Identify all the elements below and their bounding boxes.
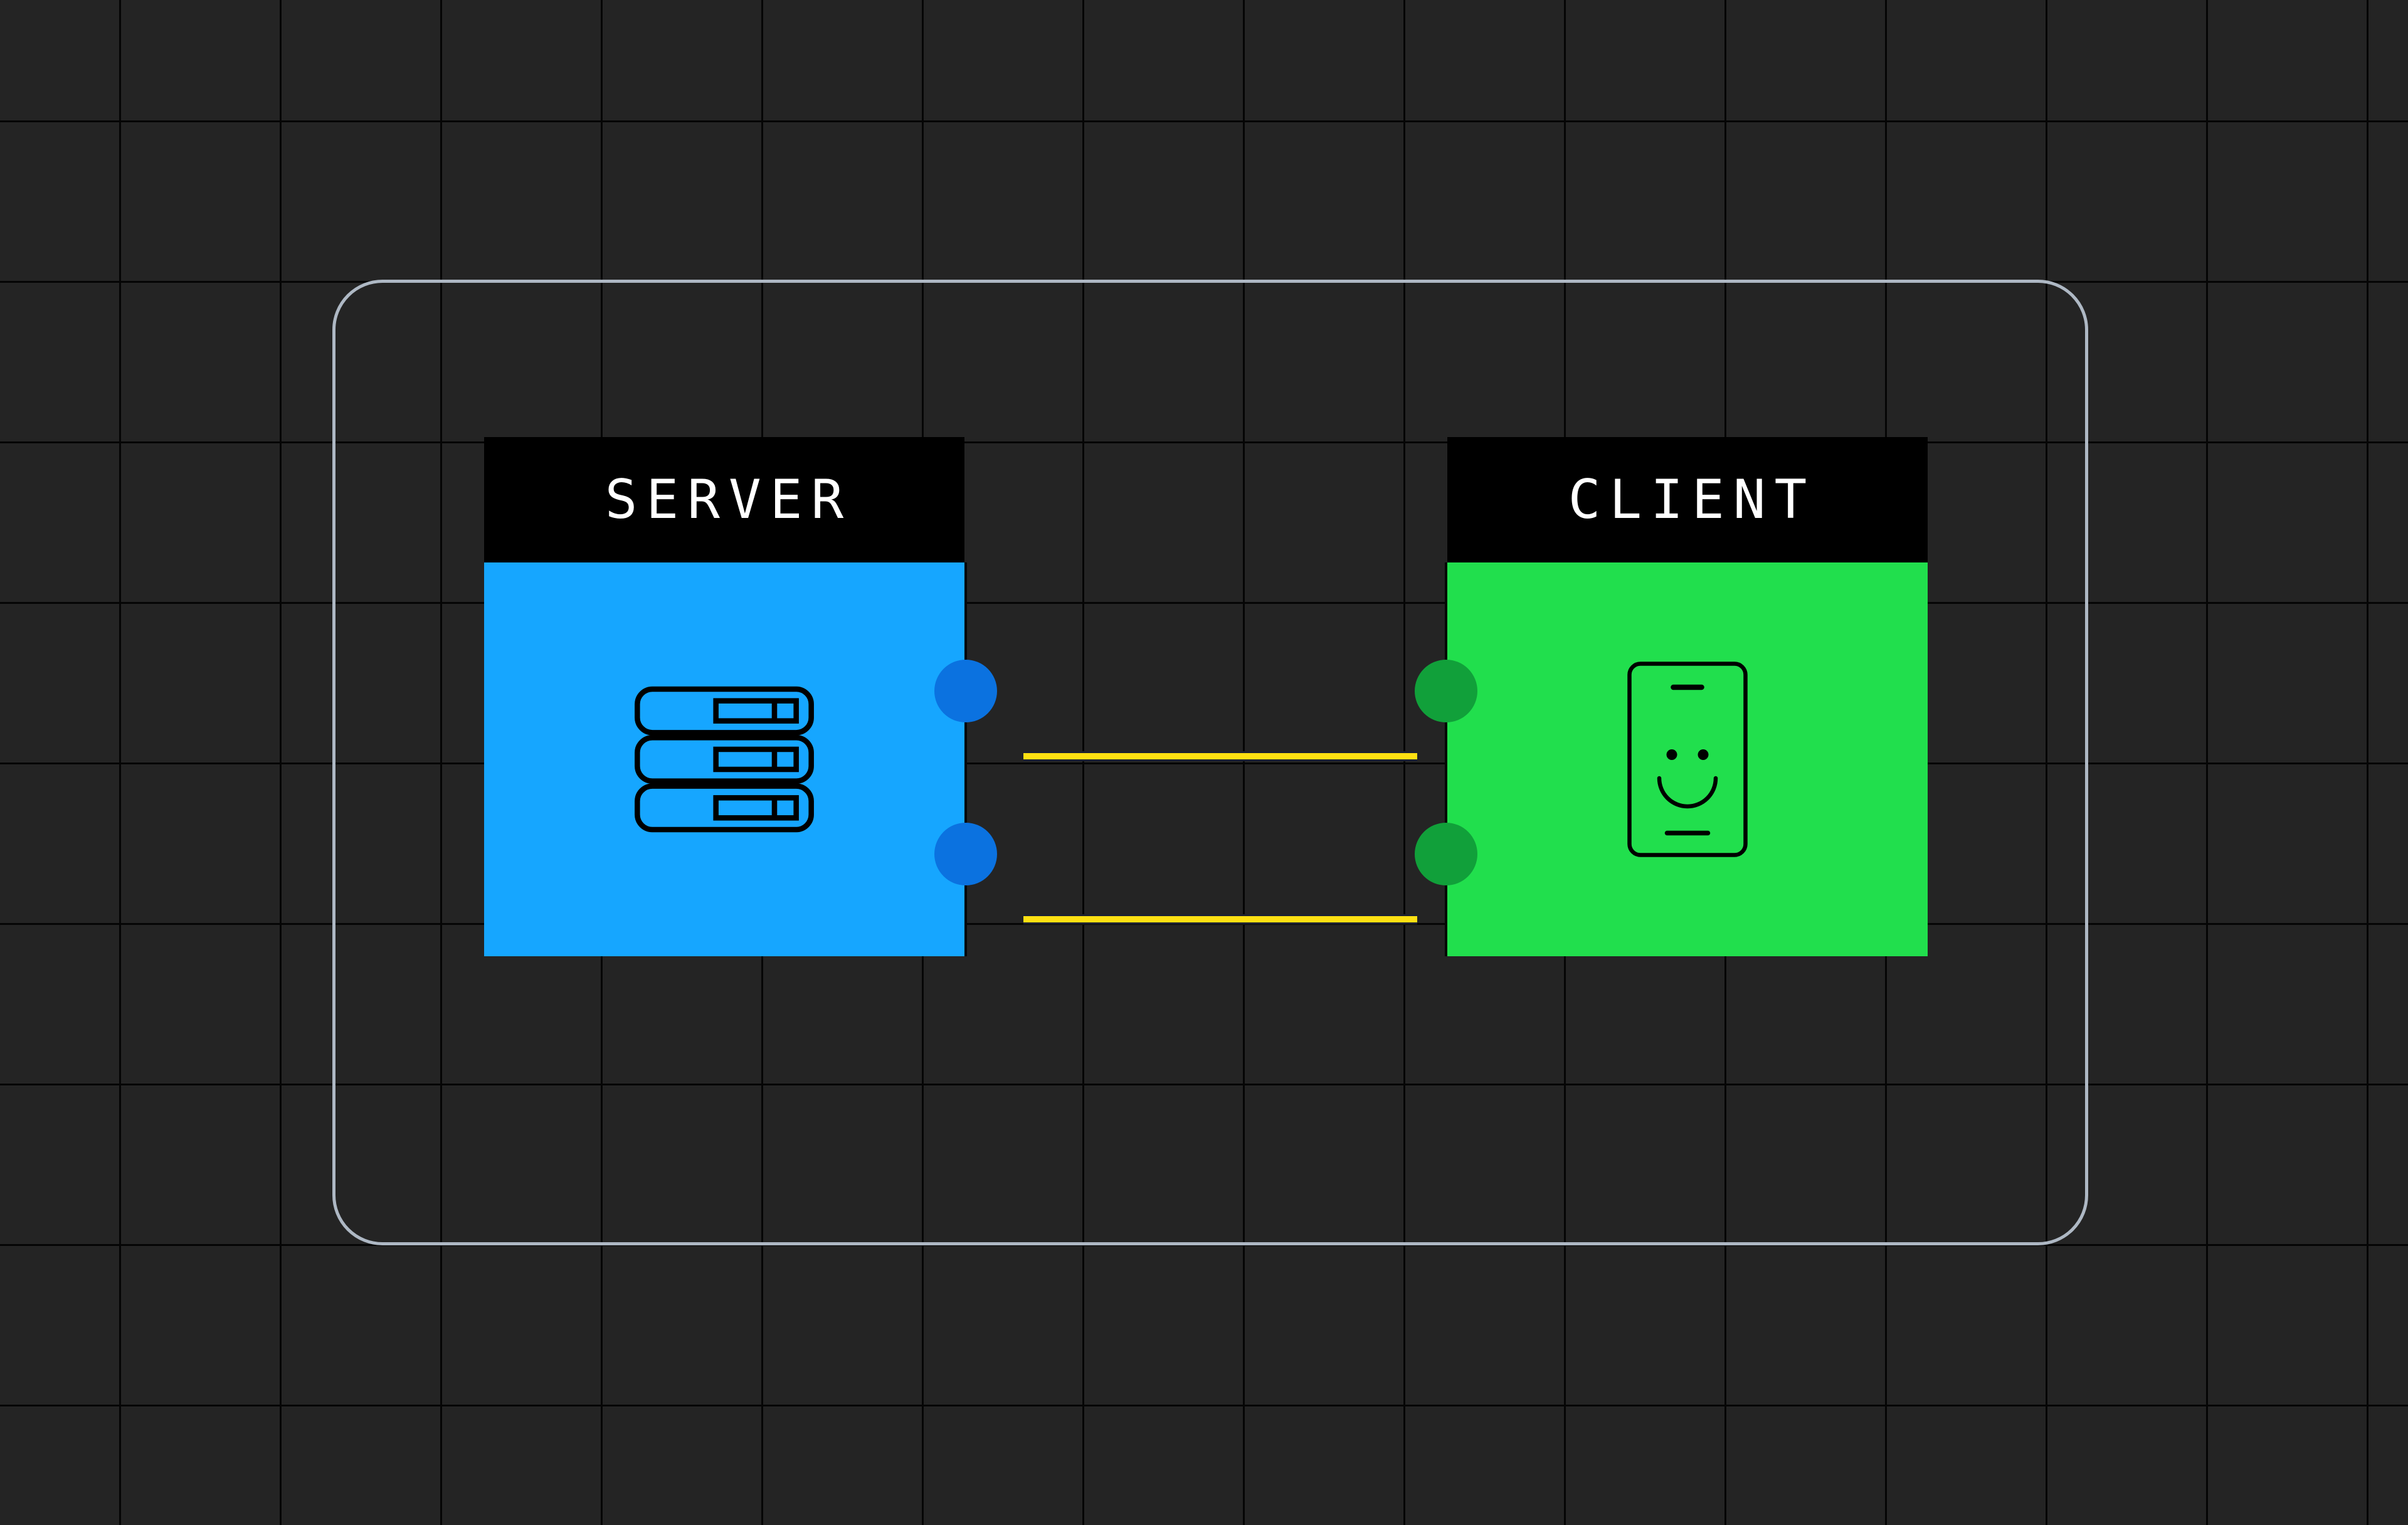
smiling-phone-icon [1627, 662, 1748, 857]
node-client-body[interactable] [1415, 562, 1928, 956]
connection-wire-top[interactable] [1023, 751, 1417, 761]
node-server-title: SERVER [484, 437, 964, 562]
node-client-edge-seam [1445, 562, 1447, 956]
port-client-2[interactable] [1415, 823, 1477, 885]
port-server-1[interactable] [934, 660, 997, 722]
node-client[interactable]: CLIENT [1415, 437, 1928, 956]
node-server-body[interactable] [484, 562, 997, 956]
node-server[interactable]: SERVER [484, 437, 997, 956]
node-server-edge-seam [964, 562, 967, 956]
port-server-2[interactable] [934, 823, 997, 885]
port-client-1[interactable] [1415, 660, 1477, 722]
server-rack-icon [635, 686, 814, 833]
connection-wire-bottom[interactable] [1023, 914, 1417, 924]
node-client-title: CLIENT [1447, 437, 1928, 562]
connection-group-frame[interactable] [332, 280, 2088, 1245]
